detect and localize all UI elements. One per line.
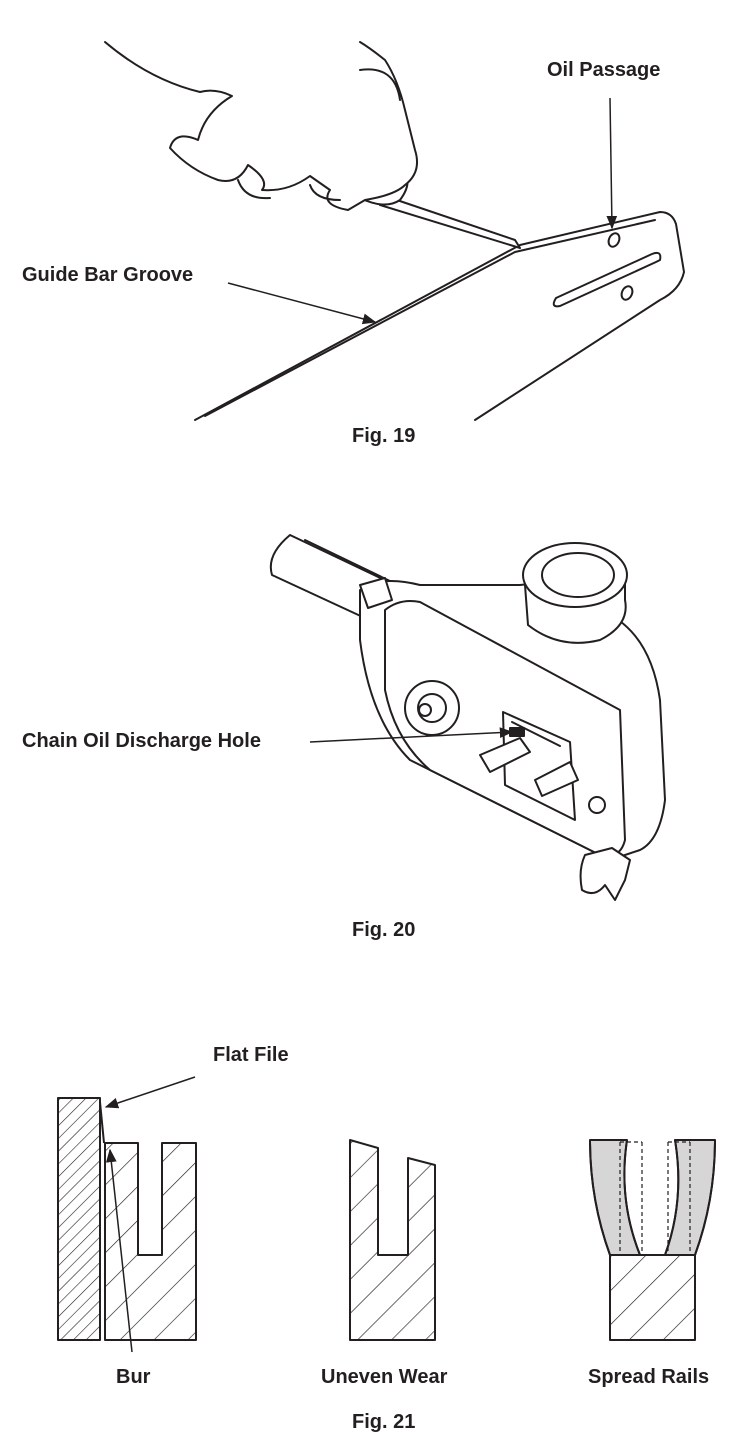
- spread-rails-section: [609, 1254, 696, 1341]
- uneven-wear-label: Uneven Wear: [321, 1366, 448, 1388]
- oil-passage-hole: [607, 232, 621, 248]
- bar-stud-2: [534, 761, 579, 797]
- spread-rails-left-shade: [589, 1139, 641, 1256]
- fig19-illustration: [104, 41, 685, 421]
- flat-file-arrow: [104, 1076, 196, 1109]
- guide-bar-slot: [552, 251, 662, 308]
- housing-bolt: [359, 577, 393, 609]
- chain-oil-discharge-hole-label: Chain Oil Discharge Hole: [22, 730, 261, 752]
- oil-passage-arrow: [606, 97, 618, 230]
- spread-rails-label: Spread Rails: [588, 1366, 710, 1388]
- fig20-caption: Fig. 20: [352, 919, 416, 941]
- bur-arrow: [105, 1148, 133, 1353]
- bar-stud-1: [479, 737, 531, 773]
- uneven-wear-rail-section: [349, 1139, 436, 1341]
- guide-bar-groove-label: Guide Bar Groove: [22, 264, 194, 286]
- fig19-caption: Fig. 19: [352, 425, 416, 447]
- fig21-caption: Fig. 21: [352, 1411, 416, 1433]
- bar-hole: [620, 285, 634, 301]
- chain-oil-discharge-hole: [509, 727, 525, 737]
- fig20-illustration: [269, 534, 666, 901]
- screwdriver-shaft: [379, 195, 521, 249]
- guide-bar-groove-arrow: [227, 282, 377, 325]
- bur-label: Bur: [116, 1366, 151, 1388]
- fig21-illustration: [57, 1097, 716, 1341]
- bur-rail-section: [104, 1142, 197, 1341]
- guide-bar: [194, 211, 685, 421]
- guide-bar-groove-line: [204, 219, 656, 417]
- flat-file: [57, 1097, 101, 1341]
- flat-file-label: Flat File: [213, 1044, 289, 1066]
- chain-teeth: [579, 847, 631, 901]
- oil-passage-label: Oil Passage: [547, 59, 661, 81]
- chain-oil-discharge-arrow: [309, 727, 514, 743]
- hand: [104, 41, 418, 211]
